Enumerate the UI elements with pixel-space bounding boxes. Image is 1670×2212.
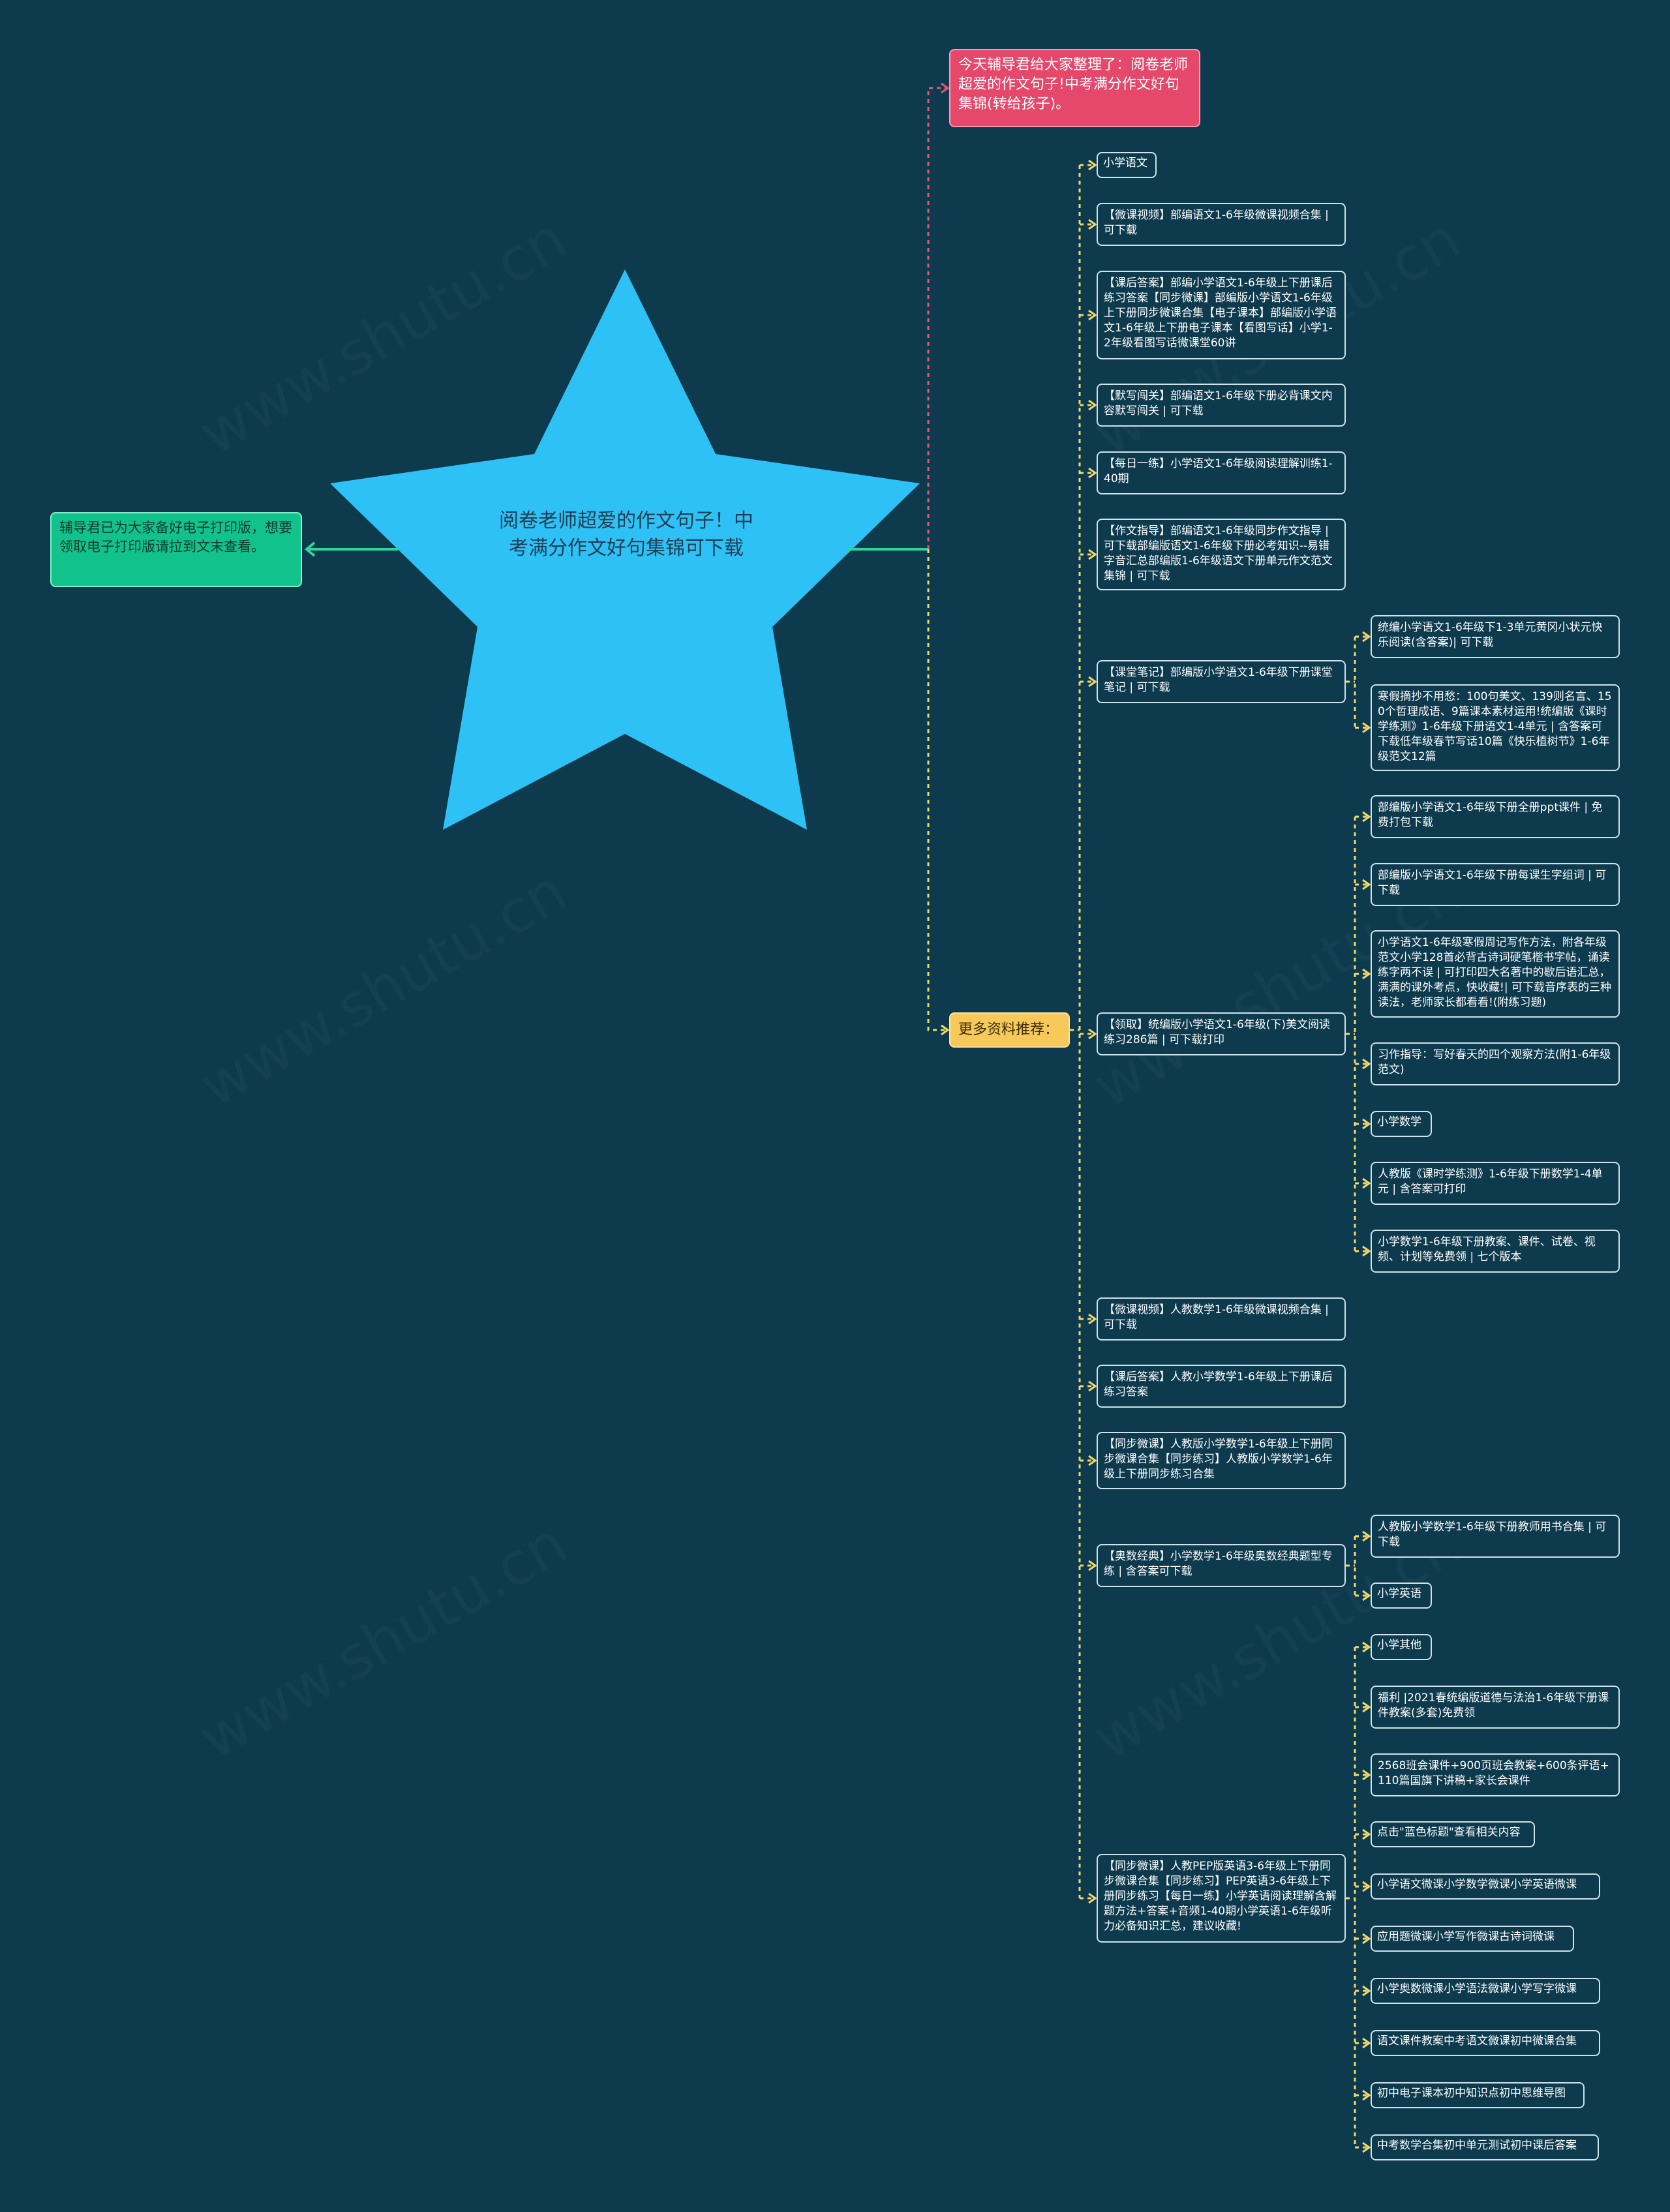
l3-node[interactable]: 人教版小学数学1-6年级下册教师用书合集 | 可下载 <box>1371 1515 1620 1558</box>
l2-node[interactable]: 【课后答案】部编小学语文1-6年级上下册课后练习答案【同步微课】部编版小学语文1… <box>1097 271 1346 359</box>
connector-more <box>927 549 948 1031</box>
arrow-head <box>1362 1118 1371 1130</box>
arrow-head <box>1088 467 1097 479</box>
arrow-head <box>1362 1933 1371 1945</box>
arrow-head <box>1362 879 1371 890</box>
l3-node[interactable]: 小学数学 <box>1371 1111 1432 1137</box>
l2-node[interactable]: 【同步微课】人教PEP版英语3-6年级上下册同步微课合集【同步练习】PEP英语3… <box>1097 1854 1346 1943</box>
arrow-head <box>1362 1245 1371 1257</box>
l2-node[interactable]: 【课堂笔记】部编版小学语文1-6年级下册课堂笔记 | 可下载 <box>1097 660 1346 703</box>
arrow-head <box>1362 811 1371 823</box>
trunk-level3 <box>1346 817 1356 1251</box>
l2-node[interactable]: 【领取】统编版小学语文1-6年级(下)美文阅读练习286篇 | 可下载打印 <box>1097 1012 1346 1055</box>
l3-node[interactable]: 中考数学合集初中单元测试初中课后答案 <box>1371 2134 1599 2160</box>
arrow-head <box>1088 159 1097 171</box>
l3-node[interactable]: 部编版小学语文1-6年级下册每课生字组词 | 可下载 <box>1371 863 1620 906</box>
arrow-head <box>1362 2037 1371 2049</box>
l2-node[interactable]: 小学语文 <box>1097 152 1157 178</box>
arrow-head <box>1088 1455 1097 1466</box>
l3-node[interactable]: 小学语文微课小学数学微课小学英语微课 <box>1371 1873 1600 1900</box>
l3-node[interactable]: 应用题微课小学写作微课古诗词微课 <box>1371 1926 1574 1952</box>
arrow-head <box>1088 1313 1097 1325</box>
arrow-head <box>1088 309 1097 321</box>
arrow-head <box>1362 1701 1371 1713</box>
arrow-head <box>1362 1985 1371 1997</box>
trunk-level3 <box>1346 1647 1356 2147</box>
trunk-level2 <box>1070 165 1081 1898</box>
arrow-head <box>1362 2089 1371 2101</box>
l2-node[interactable]: 【奥数经典】小学数学1-6年级奥数经典题型专练 | 含答案可下载 <box>1097 1544 1346 1587</box>
arrow-head <box>1088 676 1097 688</box>
arrow-head <box>1362 1058 1371 1070</box>
l3-node[interactable]: 点击"蓝色标题"查看相关内容 <box>1371 1821 1535 1847</box>
arrow-head <box>1088 399 1097 411</box>
arrow-head <box>1088 1892 1097 1904</box>
trunk-level3 <box>1346 1536 1356 1596</box>
arrow-head <box>1362 1641 1371 1653</box>
arrow-head <box>1088 1560 1097 1571</box>
arrow-head <box>1362 1881 1371 1892</box>
arrow-head <box>1088 219 1097 230</box>
svg-text:www.shutu.cn: www.shutu.cn <box>189 204 579 469</box>
svg-text:www.shutu.cn: www.shutu.cn <box>189 1509 579 1774</box>
l3-node[interactable]: 小学奥数微课小学语法微课小学写字微课 <box>1371 1978 1600 2004</box>
l3-node[interactable]: 人教版《课时学练测》1-6年级下册数学1-4单元 | 含答案可打印 <box>1371 1162 1620 1205</box>
l3-node[interactable]: 初中电子课本初中知识点初中思维导图 <box>1371 2082 1585 2108</box>
l3-node[interactable]: 部编版小学语文1-6年级下册全册ppt课件 | 免费打包下载 <box>1371 795 1620 838</box>
l3-node[interactable]: 寒假摘抄不用愁：100句美文、139则名言、150个哲理成语、9篇课本素材运用!… <box>1371 684 1620 771</box>
l3-node[interactable]: 统编小学语文1-6年级下1-3单元黄冈小状元快乐阅读(含答案)| 可下载 <box>1371 615 1620 658</box>
watermark: www.shutu.cn www.shutu.cn www.shutu.cn w… <box>189 204 1472 1774</box>
arrow-head <box>1088 1028 1097 1040</box>
central-topic[interactable]: 阅卷老师超爱的作文句子！中考满分作文好句集锦可下载 <box>499 509 753 560</box>
central-star-shape[interactable] <box>330 269 920 830</box>
l3-node[interactable]: 小学其他 <box>1371 1634 1432 1660</box>
connector-top-note <box>927 87 948 549</box>
l2-node[interactable]: 【默写闯关】部编语文1-6年级下册必背课文内容默写闯关 | 可下载 <box>1097 384 1346 427</box>
l3-node[interactable]: 小学语文1-6年级寒假周记写作方法，附各年级范文小学128首必背古诗词硬笔楷书字… <box>1371 930 1620 1018</box>
l2-node[interactable]: 【作文指导】部编语文1-6年级同步作文指导 | 可下载部编版语文1-6年级下册必… <box>1097 519 1346 590</box>
arrow-head <box>1088 549 1097 560</box>
l3-node[interactable]: 2568班会课件+900页班会教案+600条评语+110篇国旗下讲稿+家长会课件 <box>1371 1753 1620 1796</box>
l2-node[interactable]: 【微课视频】人教数学1-6年级微课视频合集 | 可下载 <box>1097 1297 1346 1341</box>
arrow-head <box>1088 1380 1097 1392</box>
left-note[interactable]: 辅导君已为大家备好电子打印版，想要领取电子打印版请拉到文末查看。 <box>50 512 302 587</box>
svg-text:www.shutu.cn: www.shutu.cn <box>189 856 579 1121</box>
trunk-level3 <box>1346 637 1356 728</box>
l3-node[interactable]: 小学数学1-6年级下册教案、课件、试卷、视频、计划等免费领 | 七个版本 <box>1371 1230 1620 1273</box>
arrow-head <box>1362 631 1371 643</box>
arrow-head <box>1362 1177 1371 1189</box>
arrow-head <box>1362 968 1371 980</box>
arrow-head <box>1362 1530 1371 1542</box>
arrow-head <box>1362 1590 1371 1601</box>
arrow-head <box>1362 1769 1371 1781</box>
l2-node[interactable]: 【课后答案】人教小学数学1-6年级上下册课后练习答案 <box>1097 1365 1346 1408</box>
l3-node[interactable]: 习作指导：写好春天的四个观察方法(附1-6年级范文) <box>1371 1042 1620 1085</box>
arrow-head <box>1362 722 1371 733</box>
arrow-head <box>1362 2142 1371 2153</box>
l2-node[interactable]: 【每日一练】小学语文1-6年级阅读理解训练1-40期 <box>1097 451 1346 494</box>
arrow-head <box>1362 1828 1371 1840</box>
l3-node[interactable]: 语文课件教案中考语文微课初中微课合集 <box>1371 2030 1600 2056</box>
l3-node[interactable]: 福利 |2021春统编版道德与法治1-6年级下册课件教案(多套)免费领 <box>1371 1686 1620 1729</box>
l2-node[interactable]: 【微课视频】部编语文1-6年级微课视频合集 | 可下载 <box>1097 203 1346 246</box>
l3-node[interactable]: 小学英语 <box>1371 1583 1432 1609</box>
l2-node[interactable]: 【同步微课】人教版小学数学1-6年级上下册同步微课合集【同步练习】人教版小学数学… <box>1097 1432 1346 1489</box>
top-note[interactable]: 今天辅导君给大家整理了：阅卷老师超爱的作文句子!中考满分作文好句集锦(转给孩子)… <box>949 49 1200 127</box>
more-resources[interactable]: 更多资料推荐： <box>949 1012 1070 1048</box>
